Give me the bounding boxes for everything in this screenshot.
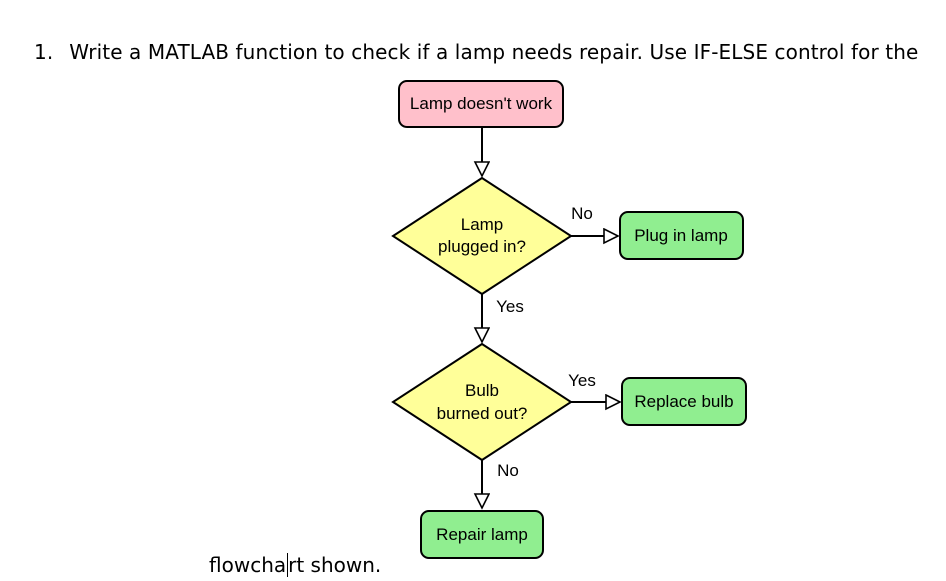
- question-body: Write a MATLAB function to check if a la…: [69, 40, 919, 64]
- plug-in-lamp-box: [619, 211, 744, 260]
- decision1-no-label: No: [571, 204, 593, 223]
- question-number: 1.: [34, 40, 54, 64]
- continuation-text-start: flowcha: [209, 553, 287, 577]
- repair-lamp-box: [420, 510, 544, 559]
- plug-in-lamp-label: Plug in lamp: [634, 226, 728, 245]
- decision2-yes-label: Yes: [568, 371, 596, 390]
- decision-plugged-in: [391, 176, 573, 296]
- decision-burned-out-line1: Bulb: [465, 381, 499, 400]
- decision2-no-label: No: [497, 461, 519, 480]
- start-label: Lamp doesn't work: [410, 94, 553, 113]
- decision-burned-out-line2: burned out?: [437, 404, 528, 423]
- decision-plugged-in-line2: plugged in?: [438, 237, 526, 256]
- decision1-yes-label: Yes: [496, 297, 524, 316]
- question-text: 1. Write a MATLAB function to check if a …: [34, 40, 918, 64]
- continuation-text-end: rt shown.: [288, 553, 382, 577]
- replace-bulb-label: Replace bulb: [634, 392, 733, 411]
- decision-burned-out: [391, 342, 573, 462]
- text-cursor: [286, 553, 288, 577]
- repair-lamp-label: Repair lamp: [436, 525, 528, 544]
- decision-plugged-in-line1: Lamp: [461, 215, 504, 234]
- replace-bulb-box: [621, 377, 747, 426]
